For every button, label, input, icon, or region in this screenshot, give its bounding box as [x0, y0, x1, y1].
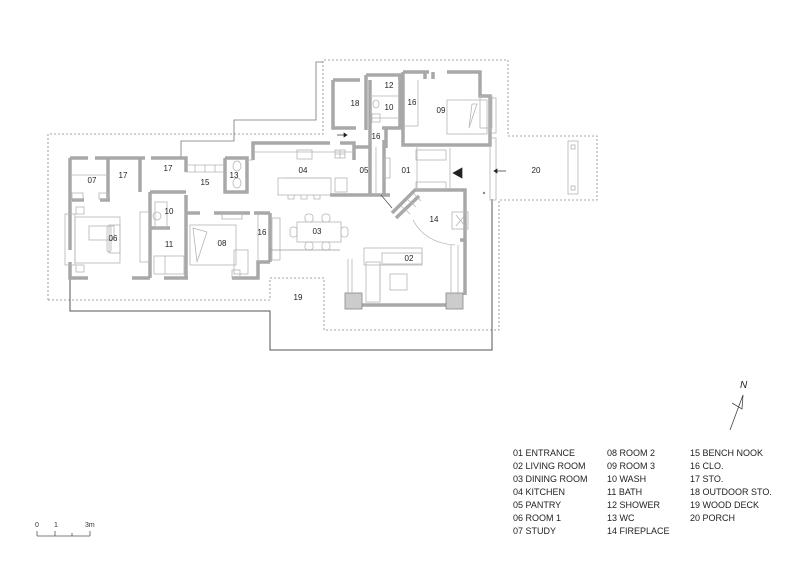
room-label-16-c: 16: [408, 98, 417, 107]
walls: [68, 70, 492, 307]
scale-label-3m: 3m: [85, 522, 95, 529]
room-label-17-a: 17: [119, 171, 128, 180]
legend-item: 10 WASH: [607, 474, 647, 484]
room-label-05: 05: [360, 166, 369, 175]
legend-item: 03 DINING ROOM: [513, 474, 588, 484]
legend-item: 06 ROOM 1: [513, 513, 562, 523]
legend-item: 15 BENCH NOOK: [690, 448, 764, 458]
legend-item: 17 STO.: [690, 474, 724, 484]
scale-bar: [36, 531, 91, 537]
roof-step-lines: [180, 61, 323, 158]
legend-item: 01 ENTRANCE: [513, 448, 576, 458]
wood-deck-outline: [69, 199, 493, 351]
room-label-16-b: 16: [372, 132, 381, 141]
room-label-12: 12: [385, 81, 394, 90]
scale-label-0: 0: [35, 522, 39, 529]
room-label-04: 04: [299, 166, 308, 175]
legend-item: 14 FIREPLACE: [607, 526, 670, 536]
room-label-10-b: 10: [385, 103, 394, 112]
legend-item: 12 SHOWER: [607, 500, 661, 510]
room-labels: 01 02 03 04 05 06 07 08 09 10 10 11 12 1…: [88, 81, 541, 302]
legend-item: 02 LIVING ROOM: [513, 461, 586, 471]
scale-label-1: 1: [54, 522, 58, 529]
north-label: N: [740, 380, 748, 391]
room-label-09: 09: [437, 106, 446, 115]
legend-item: 13 WC: [607, 513, 635, 523]
room-label-18: 18: [351, 99, 360, 108]
legend-item: 20 PORCH: [690, 513, 736, 523]
room-label-06: 06: [109, 234, 118, 243]
room-label-15: 15: [201, 178, 210, 187]
legend-column-2: 08 ROOM 2 09 ROOM 3 10 WASH 11 BATH 12 S…: [607, 447, 670, 538]
legend-column-1: 01 ENTRANCE 02 LIVING ROOM 03 DINING ROO…: [513, 447, 588, 538]
legend-item: 19 WOOD DECK: [690, 500, 760, 510]
legend-item: 08 ROOM 2: [607, 448, 656, 458]
legend-column-3: 15 BENCH NOOK 16 CLO. 17 STO. 18 OUTDOOR…: [690, 447, 772, 525]
columns: [344, 292, 464, 310]
legend-item: 07 STUDY: [513, 526, 557, 536]
furniture: [64, 80, 579, 303]
room-label-16-a: 16: [258, 228, 267, 237]
entry-arrows: [337, 132, 506, 209]
room-label-07: 07: [88, 176, 97, 185]
legend-item: 09 ROOM 3: [607, 461, 656, 471]
legend-item: 18 OUTDOOR STO.: [690, 487, 772, 497]
room-label-19: 19: [294, 293, 303, 302]
legend-item: 16 CLO.: [690, 461, 724, 471]
roof-outline: [47, 59, 598, 331]
legend-item: 11 BATH: [607, 487, 643, 497]
room-label-14: 14: [430, 215, 439, 224]
legend-item: 04 KITCHEN: [513, 487, 566, 497]
room-label-20: 20: [532, 166, 541, 175]
room-label-11: 11: [165, 240, 174, 249]
room-label-17-b: 17: [164, 164, 173, 173]
room-label-08: 08: [218, 239, 227, 248]
room-label-13: 13: [230, 171, 239, 180]
room-label-10-a: 10: [165, 207, 174, 216]
legend-item: 05 PANTRY: [513, 500, 562, 510]
room-label-02: 02: [405, 254, 414, 263]
room-label-01: 01: [402, 166, 411, 175]
room-label-03: 03: [313, 227, 322, 236]
north-arrow-icon: [729, 394, 744, 431]
